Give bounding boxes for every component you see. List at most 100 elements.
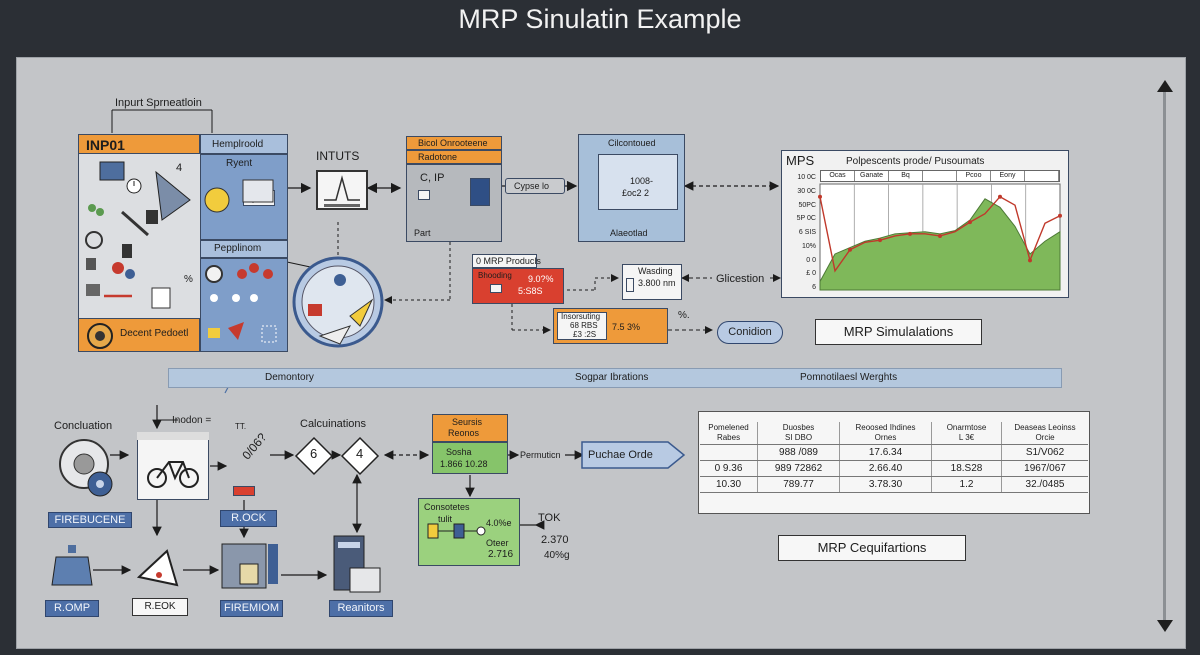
mps-header-cell: Ocas <box>821 171 855 181</box>
conclusion-heading: Concluation <box>54 420 113 432</box>
mps-line-point <box>968 220 972 225</box>
mps-chart-title: Polpescents prode/ Pusoumats <box>846 156 985 167</box>
num-4-label: 4 <box>176 162 183 174</box>
interesting-l3: £3 :2S <box>573 330 597 339</box>
table-header-text: Orcie <box>1035 433 1055 442</box>
table-cell: 789.77 <box>758 477 840 492</box>
conscious-l2: tulit <box>438 514 453 524</box>
mrp-products-v2: 5:S8S <box>518 286 543 296</box>
table-cell: S1/V062 <box>1025 447 1065 458</box>
product-device-icon <box>470 178 490 206</box>
table-cell: 989 72862 <box>758 461 840 476</box>
mps-header-cell <box>923 171 957 181</box>
process-wheel-icon <box>292 256 384 348</box>
condition-button[interactable]: Conidion <box>717 321 783 344</box>
scroll-down-arrow-icon[interactable] <box>1157 620 1173 632</box>
input-title-bar <box>78 134 200 154</box>
mps-header-cell: Bq <box>889 171 923 181</box>
mrp-requirements-label: MRP Cequifartions <box>778 535 966 561</box>
product-header-2 <box>406 150 502 164</box>
bar-right: Pomnotilaesl Werghts <box>800 372 898 383</box>
table-cell: 0 9.36 <box>700 461 758 476</box>
purchase-label[interactable]: Puchae Orde <box>588 449 653 461</box>
flow-nodes-icon <box>427 523 486 539</box>
cypse-arrow <box>505 178 565 194</box>
mps-y-label: 0 0 <box>806 256 816 264</box>
reok-label[interactable]: R.EOK <box>132 598 188 616</box>
bicycle-icon <box>137 432 209 488</box>
source-l4: 1.866 10.28 <box>440 459 488 469</box>
table-cell: 1.2 <box>932 477 1002 492</box>
product-cip: C, IP <box>420 172 445 184</box>
product-line2: Radotone <box>418 152 458 162</box>
calculations-label: Calcuinations <box>300 418 367 430</box>
decent-label: Decent Pedoetl <box>120 328 189 339</box>
mps-y-label: 6 SIS <box>798 229 816 236</box>
source-l1: Seursis <box>452 417 483 427</box>
product-part: Part <box>414 228 431 238</box>
mps-header-cell: Eony <box>991 171 1025 181</box>
weeding-box <box>622 264 682 300</box>
mps-header-cell: Ganate <box>855 171 889 181</box>
mrp-products-line1: Bhooding <box>478 271 512 280</box>
product-header-1 <box>406 136 502 150</box>
firemom-label[interactable]: FIREMIOM <box>220 600 283 617</box>
source-l2: Reonos <box>448 428 480 438</box>
mps-y-label: 30 0C <box>797 187 816 195</box>
mps-line-point <box>938 233 942 238</box>
rock-label[interactable]: R.OCK <box>220 510 277 527</box>
mps-line-point <box>878 238 882 243</box>
separator-bar <box>168 368 1062 388</box>
allocated-bottom: Alaeotlad <box>610 228 648 238</box>
table-cell <box>700 445 758 460</box>
mps-header-cell: Pcoo <box>957 171 991 181</box>
romp-label[interactable]: R.OMP <box>45 600 99 617</box>
conscious-l3: Oteer <box>486 538 509 548</box>
rock-block-icon <box>233 486 255 496</box>
gear-wheel-icon <box>59 439 113 497</box>
source-body[interactable] <box>432 442 508 474</box>
tok-v2: 40%g <box>544 550 570 561</box>
cypse-label: Cypse lo <box>514 181 550 191</box>
mps-y-label: £ 0 <box>806 270 816 278</box>
table-header-text: Ornes <box>874 433 897 442</box>
conscious-l1: Consotetes <box>424 502 470 512</box>
mps-y-label: 10 0C <box>797 174 816 181</box>
ryent-label: Ryent <box>226 158 253 169</box>
mrp-products-body[interactable] <box>472 268 564 304</box>
mrp-simulations-label: MRP Simulalations <box>815 319 982 345</box>
conscious-v1: 4.0%e <box>486 518 512 528</box>
table-cell: 32./0485 <box>1025 479 1065 490</box>
interesting-inner <box>557 312 607 340</box>
mps-line-point <box>1028 258 1032 263</box>
factory-icon <box>221 543 278 589</box>
scroll-up-arrow-icon[interactable] <box>1157 80 1173 92</box>
mail-icon <box>490 284 502 293</box>
table-cell: 3.78.30 <box>840 477 932 492</box>
table-header-text: Pomelened <box>708 423 749 432</box>
diamond-2: 4 <box>356 446 364 461</box>
table-header-text: L 3€ <box>958 433 975 442</box>
diamond-1: 6 <box>310 446 318 461</box>
mps-y-label: 6 <box>812 284 816 291</box>
tok-v1: 2.370 <box>541 534 569 546</box>
scrollbar-track[interactable] <box>1163 92 1166 622</box>
hemplroold-header <box>200 134 288 154</box>
monitor-tower-icon <box>333 535 381 593</box>
blade-icon <box>136 549 179 587</box>
remitors-label[interactable]: Reanitors <box>329 600 393 617</box>
allocated-value1: 1008- <box>630 176 654 186</box>
product-small-icon <box>418 190 430 200</box>
table-header-text: Onarmtose <box>946 423 987 432</box>
terminal-wave-icon <box>324 175 360 207</box>
mps-y-label: 10% <box>801 242 816 250</box>
mrp-products-title: 0 MRP Producls <box>476 256 541 266</box>
firebucene-label[interactable]: FIREBUCENE <box>48 512 132 528</box>
